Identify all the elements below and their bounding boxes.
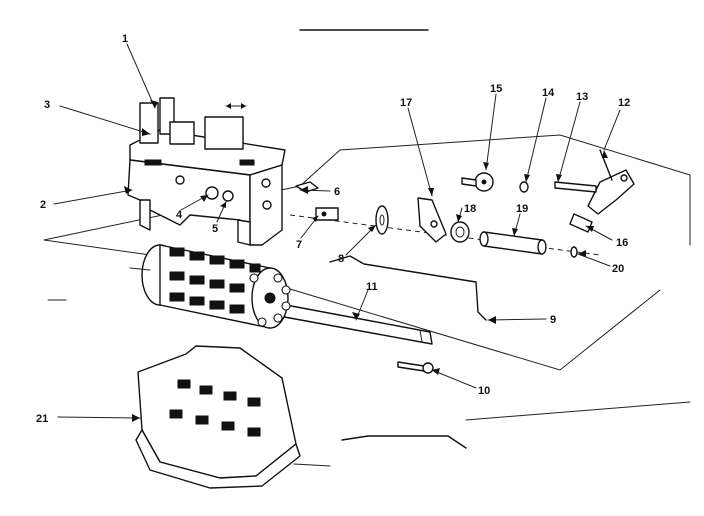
clip-16 [569,213,593,233]
screw-10 [397,361,434,374]
bottom-guide-line [465,401,691,421]
disc-8 [375,205,389,235]
bracket-7 [315,207,339,221]
callout-17: 17 [400,97,412,109]
callout-14: 14 [542,87,555,99]
callout-19: 19 [516,203,528,215]
callout-18: 18 [464,203,476,215]
callout-1: 1 [122,33,128,45]
callout-12: 12 [618,97,630,109]
bottom-contour [341,435,467,449]
callout-21: 21 [36,413,48,425]
rod-13 [554,181,597,193]
leader-lines [53,43,621,419]
callout-6: 6 [334,186,340,198]
callout-7: 7 [296,239,302,251]
bottom-tick [293,463,331,467]
callout-15: 15 [490,83,502,95]
cam-drum [129,244,291,329]
mainframe-housing [127,97,286,246]
sleeve-19 [479,231,547,255]
washer-14 [519,181,529,193]
leader-arrowheads [124,100,608,422]
callout-5: 5 [212,223,218,235]
callout-3: 3 [44,99,50,111]
base-plate-21 [135,345,301,489]
callout-13: 13 [576,91,588,103]
wire-link-9 [329,255,487,321]
callout-10: 10 [478,385,490,397]
callout-20: 20 [612,263,624,275]
callout-9: 9 [550,314,556,326]
lever-arm-12 [587,149,635,215]
callout-labels: 1 3 2 4 5 6 7 8 9 10 11 12 13 14 15 16 1… [36,33,630,425]
ring-20 [570,246,578,258]
callout-4: 4 [176,209,183,221]
bushing-18 [450,221,470,243]
callout-2: 2 [40,199,46,211]
shaft-rod [267,301,433,345]
callout-11: 11 [366,281,378,293]
gear-15 [461,172,494,192]
callout-16: 16 [616,237,628,249]
callout-8: 8 [338,253,344,265]
plate-17 [417,197,447,243]
